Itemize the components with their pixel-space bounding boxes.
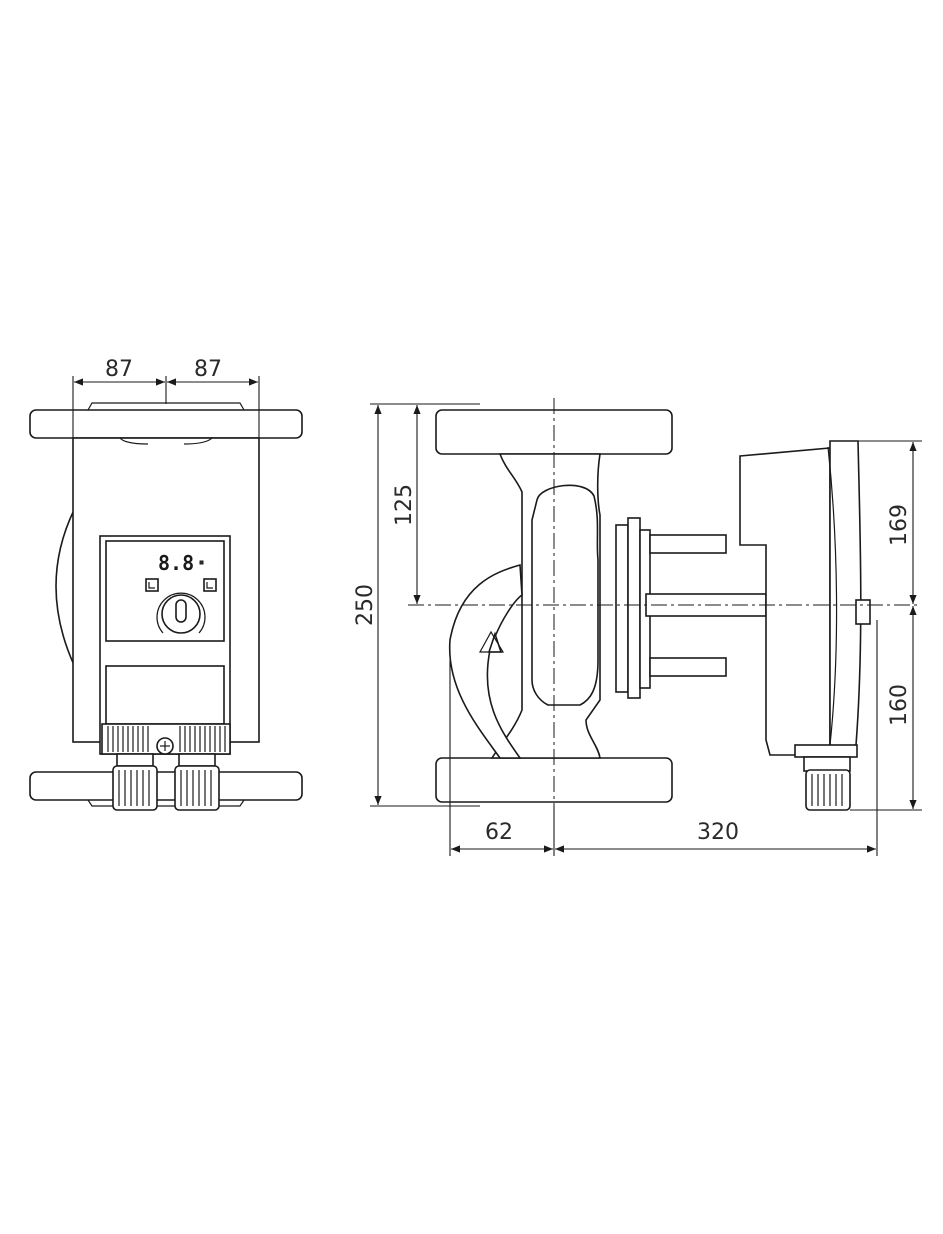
dimension-front-left: 87 — [105, 357, 133, 382]
control-knob — [156, 592, 206, 634]
terminal-strip-ribs — [107, 726, 226, 752]
cable-gland-right-icon — [174, 753, 220, 811]
cable-gland-left-icon — [112, 753, 158, 811]
side-view: 250 125 169 160 62 320 — [353, 398, 922, 856]
dimension-overall-length: 320 — [697, 820, 739, 845]
display-readout: 8.8 — [158, 551, 194, 575]
dimension-upper-height: 125 — [392, 484, 417, 526]
dimension-motor-upper: 169 — [887, 504, 912, 546]
dimension-total-height: 250 — [353, 584, 378, 626]
led-indicator-icons — [145, 578, 217, 592]
dimension-front-right: 87 — [194, 357, 222, 382]
dimension-inlet-offset: 62 — [485, 820, 513, 845]
dimension-motor-lower: 160 — [887, 684, 912, 726]
front-view: 8.8 — [29, 357, 303, 811]
cable-screw-icon — [156, 737, 174, 755]
